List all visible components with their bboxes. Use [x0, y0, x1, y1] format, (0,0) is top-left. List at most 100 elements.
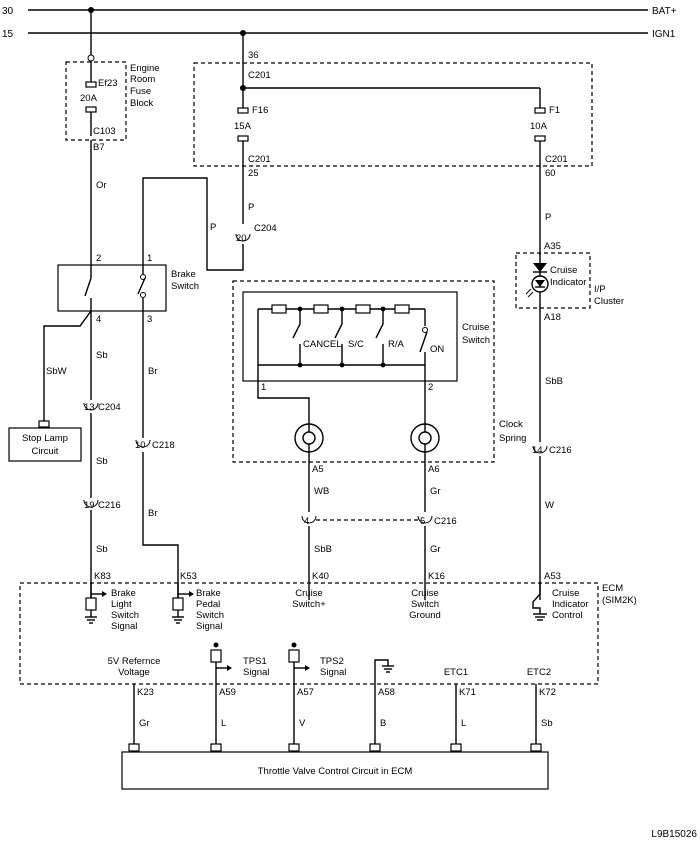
ecm-input-k83: [85, 583, 107, 624]
connector-c201-top: C201: [248, 70, 271, 81]
pin-13: 13: [84, 402, 95, 413]
wire-color-sbb-2: SbB: [545, 376, 563, 387]
connector-c216-19-symbol: [83, 499, 99, 508]
ip-cluster-frame: [515, 252, 591, 309]
brake-switch-label-2: Switch: [171, 281, 199, 292]
fuse-ef23-bottom: [85, 106, 97, 113]
throttle-control-box: [121, 751, 549, 790]
throttle-box-label: Throttle Valve Control Circuit in ECM: [258, 766, 413, 777]
pin-a6: A6: [428, 464, 440, 475]
wire-color-l-1: L: [221, 718, 226, 729]
rail-30-number: 30: [2, 6, 14, 17]
pin-60: 60: [545, 168, 556, 179]
ign-rail: 15 IGN1: [2, 29, 676, 40]
wire-color-v: V: [299, 718, 306, 729]
pin-k83: K83: [94, 571, 111, 582]
fuse-block-line-4: Block: [130, 98, 153, 109]
wire-color-gr-2: Gr: [430, 544, 441, 555]
fuse-f16: F16 15A: [234, 105, 268, 142]
wire-color-wb: WB: [314, 486, 329, 497]
wire-color-p-2: P: [210, 222, 216, 233]
brake-pedal-signal-3: Switch: [196, 610, 224, 621]
rail-ign-label: IGN1: [652, 29, 676, 40]
cruise-indicator-control-3: Control: [552, 610, 583, 621]
cruise-indicator-label-2: Indicator: [550, 277, 586, 288]
brake-pin-4: 4: [96, 314, 101, 325]
connector-c216-14: C216: [549, 445, 572, 456]
wire-cruise-pin-1: [257, 365, 310, 424]
rail-bat-label: BAT+: [652, 6, 677, 17]
clock-spring-label-2: Spring: [499, 433, 526, 444]
wire-color-sb-1: Sb: [96, 350, 108, 361]
cruise-switch-label-2: Switch: [462, 335, 490, 346]
cruise-pin-1: 1: [261, 382, 266, 393]
brake-light-signal-2: Light: [111, 599, 132, 610]
resistor-1: [271, 304, 287, 314]
fuse-ef23-rating: 20A: [80, 93, 98, 104]
etc2-label: ETC2: [527, 667, 551, 678]
wire-color-sb-3: Sb: [96, 544, 108, 555]
fuse-f1: F1 10A: [530, 105, 560, 142]
connector-c204-20-symbol: [235, 233, 251, 242]
cruise-indicator-led: [525, 253, 549, 308]
pin-k53: K53: [180, 571, 197, 582]
cruise-switch-plus-1: Cruise: [295, 588, 322, 599]
ecm-tps1-pullup: [210, 642, 232, 684]
fuse-block-line-3: Fuse: [130, 86, 151, 97]
tps2-label-1: TPS2: [320, 656, 344, 667]
pin-k72: K72: [539, 687, 556, 698]
etc1-label: ETC1: [444, 667, 468, 678]
connector-c201-25: C201: [248, 154, 271, 165]
wire-color-sb-4: Sb: [541, 718, 553, 729]
cluster-label-1: I/P: [594, 284, 606, 295]
pin-k40: K40: [312, 571, 329, 582]
pin-4: 4: [304, 516, 309, 527]
pin-a59: A59: [219, 687, 236, 698]
pin-10: 10: [135, 440, 146, 451]
pin-a5: A5: [312, 464, 324, 475]
resistor-4: [394, 304, 410, 314]
cruise-indicator-label-1: Cruise: [550, 265, 577, 276]
wire-p-to-brake: [142, 177, 244, 271]
wire-br-2: [142, 452, 179, 600]
vref-label-1: 5V Refernce: [108, 656, 161, 667]
cruise-switch-ground-1: Cruise: [411, 588, 438, 599]
cruise-switch-ground-3: Ground: [409, 610, 441, 621]
tps1-label-2: Signal: [243, 667, 269, 678]
pin-b7: B7: [93, 142, 105, 153]
pin-5: 5: [420, 516, 425, 527]
brake-light-signal-3: Switch: [111, 610, 139, 621]
connector-c204-13-symbol: [83, 402, 99, 411]
pin-a58: A58: [378, 687, 395, 698]
connector-c216-5-symbol: [417, 515, 433, 524]
wire-color-br-2: Br: [148, 508, 158, 519]
ecm-output-a53: [532, 583, 547, 621]
on-button-label: ON: [430, 344, 444, 355]
cruise-switch-ground-2: Switch: [411, 599, 439, 610]
tps2-label-2: Signal: [320, 667, 346, 678]
ip-fuse-block: [193, 62, 593, 167]
clock-spring-frame: [232, 280, 495, 463]
rail-15-number: 15: [2, 29, 14, 40]
brake-light-signal-1: Brake: [111, 588, 136, 599]
vref-label-2: Voltage: [118, 667, 150, 678]
wire-color-p-3: P: [545, 212, 551, 223]
fuse-block-line-1: Engine: [130, 63, 160, 74]
connector-c204-20: C204: [254, 223, 277, 234]
wire-color-sb-2: Sb: [96, 456, 108, 467]
cruise-indicator-control-1: Cruise: [552, 588, 579, 599]
stop-lamp-circuit: Stop Lamp Circuit: [8, 420, 82, 462]
wire-color-br-1: Br: [148, 366, 158, 377]
wire-color-gr-1: Gr: [430, 486, 441, 497]
ecm-tps2-pullup: [288, 642, 310, 684]
pin-14: 14: [532, 445, 543, 456]
ra-button-label: R/A: [388, 339, 405, 350]
engine-fuse-block: Ef23 20A Engine Room Fuse Block C103 B7: [65, 10, 160, 153]
cluster-label-2: Cluster: [594, 296, 624, 307]
cruise-switch-label-1: Cruise: [462, 322, 489, 333]
figure-id: L9B15026: [651, 829, 697, 840]
cruise-switch-plus-2: Switch+: [292, 599, 326, 610]
pin-k71: K71: [459, 687, 476, 698]
clock-spring-coil-1: [294, 423, 324, 453]
